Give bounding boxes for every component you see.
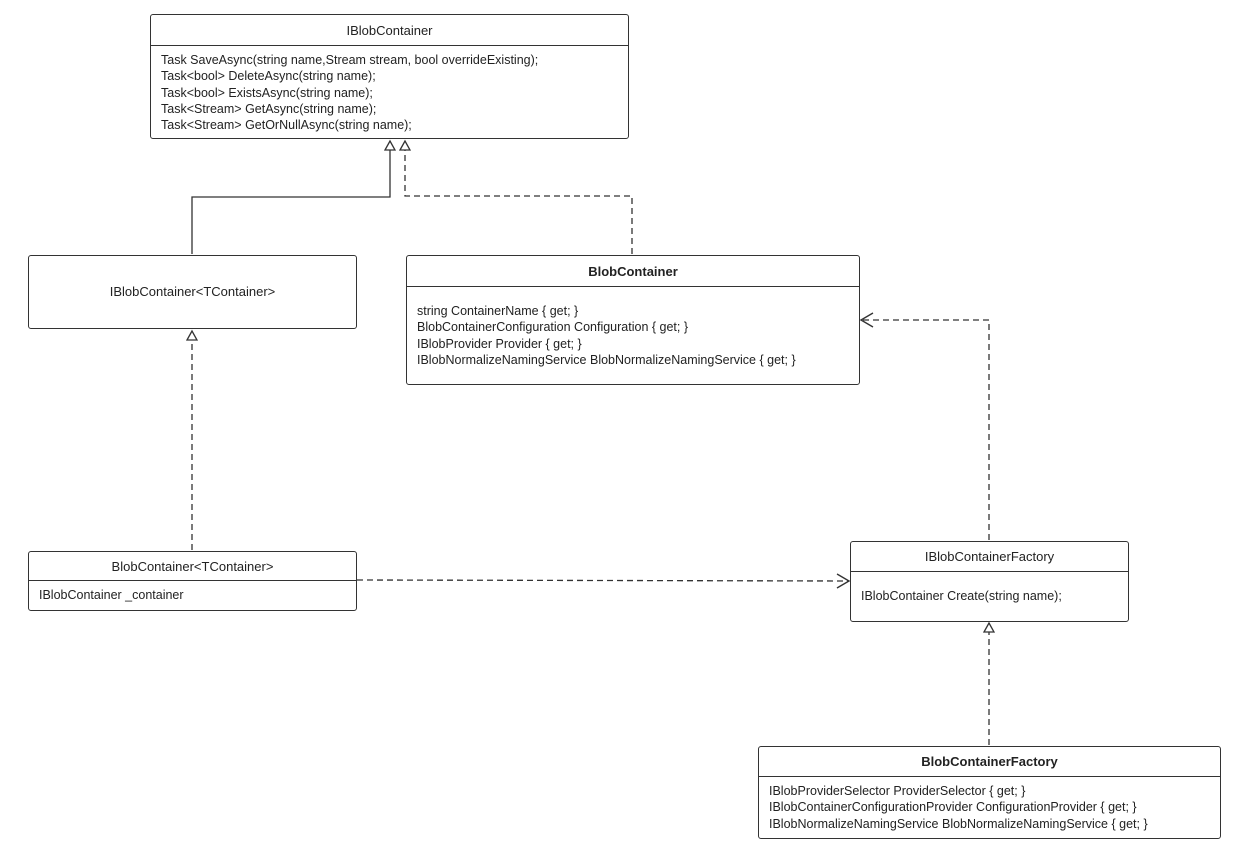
class-members: IBlobContainer _container <box>29 581 356 603</box>
class-iblobcontainerfactory[interactable]: IBlobContainerFactory IBlobContainer Cre… <box>850 541 1129 622</box>
class-title: BlobContainer<TContainer> <box>29 552 356 581</box>
class-title: IBlobContainer<TContainer> <box>109 284 276 299</box>
member: Task SaveAsync(string name,Stream stream… <box>161 53 539 67</box>
member: IBlobContainerConfigurationProvider Conf… <box>769 800 1137 815</box>
member: Task<Stream> GetAsync(string name); <box>161 101 377 116</box>
class-blobcontainerfactory[interactable]: BlobContainerFactory IBlobProviderSelect… <box>758 746 1221 839</box>
member: IBlobContainer _container <box>39 588 184 602</box>
class-title: BlobContainerFactory <box>759 747 1220 777</box>
class-blobcontainer-generic[interactable]: BlobContainer<TContainer> IBlobContainer… <box>28 551 357 611</box>
class-title: BlobContainer <box>407 256 859 287</box>
member: string ContainerName { get; } <box>417 304 579 318</box>
member: Task<bool> ExistsAsync(string name); <box>161 85 373 100</box>
member: IBlobContainer Create(string name); <box>861 589 1062 603</box>
member: IBlobNormalizeNamingService BlobNormaliz… <box>769 816 1148 831</box>
realization-blobcontainer-to-iblobcontainer <box>405 141 633 254</box>
class-title: IBlobContainerFactory <box>851 542 1128 572</box>
member: IBlobProvider Provider { get; } <box>417 336 582 351</box>
inheritance-generic-to-iblobcontainer <box>191 141 390 254</box>
dependency-generic-impl-to-factory <box>356 573 851 589</box>
member: IBlobNormalizeNamingService BlobNormaliz… <box>417 352 796 367</box>
class-iblobcontainer[interactable]: IBlobContainer Task SaveAsync(string nam… <box>150 14 629 139</box>
class-title: IBlobContainer <box>151 15 628 46</box>
class-members: IBlobContainer Create(string name); <box>851 572 1128 604</box>
member: Task<Stream> GetOrNullAsync(string name)… <box>161 118 412 133</box>
dependency-factory-to-blobcontainer <box>859 312 990 540</box>
member: IBlobProviderSelector ProviderSelector {… <box>769 784 1026 798</box>
member: Task<bool> DeleteAsync(string name); <box>161 69 376 84</box>
class-members: Task SaveAsync(string name,Stream stream… <box>151 46 628 133</box>
class-blobcontainer[interactable]: BlobContainer string ContainerName { get… <box>406 255 860 385</box>
member: BlobContainerConfiguration Configuration… <box>417 320 689 335</box>
class-iblobcontainer-generic[interactable]: IBlobContainer<TContainer> <box>28 255 357 329</box>
class-members: string ContainerName { get; } BlobContai… <box>407 287 859 368</box>
class-members: IBlobProviderSelector ProviderSelector {… <box>759 777 1220 832</box>
